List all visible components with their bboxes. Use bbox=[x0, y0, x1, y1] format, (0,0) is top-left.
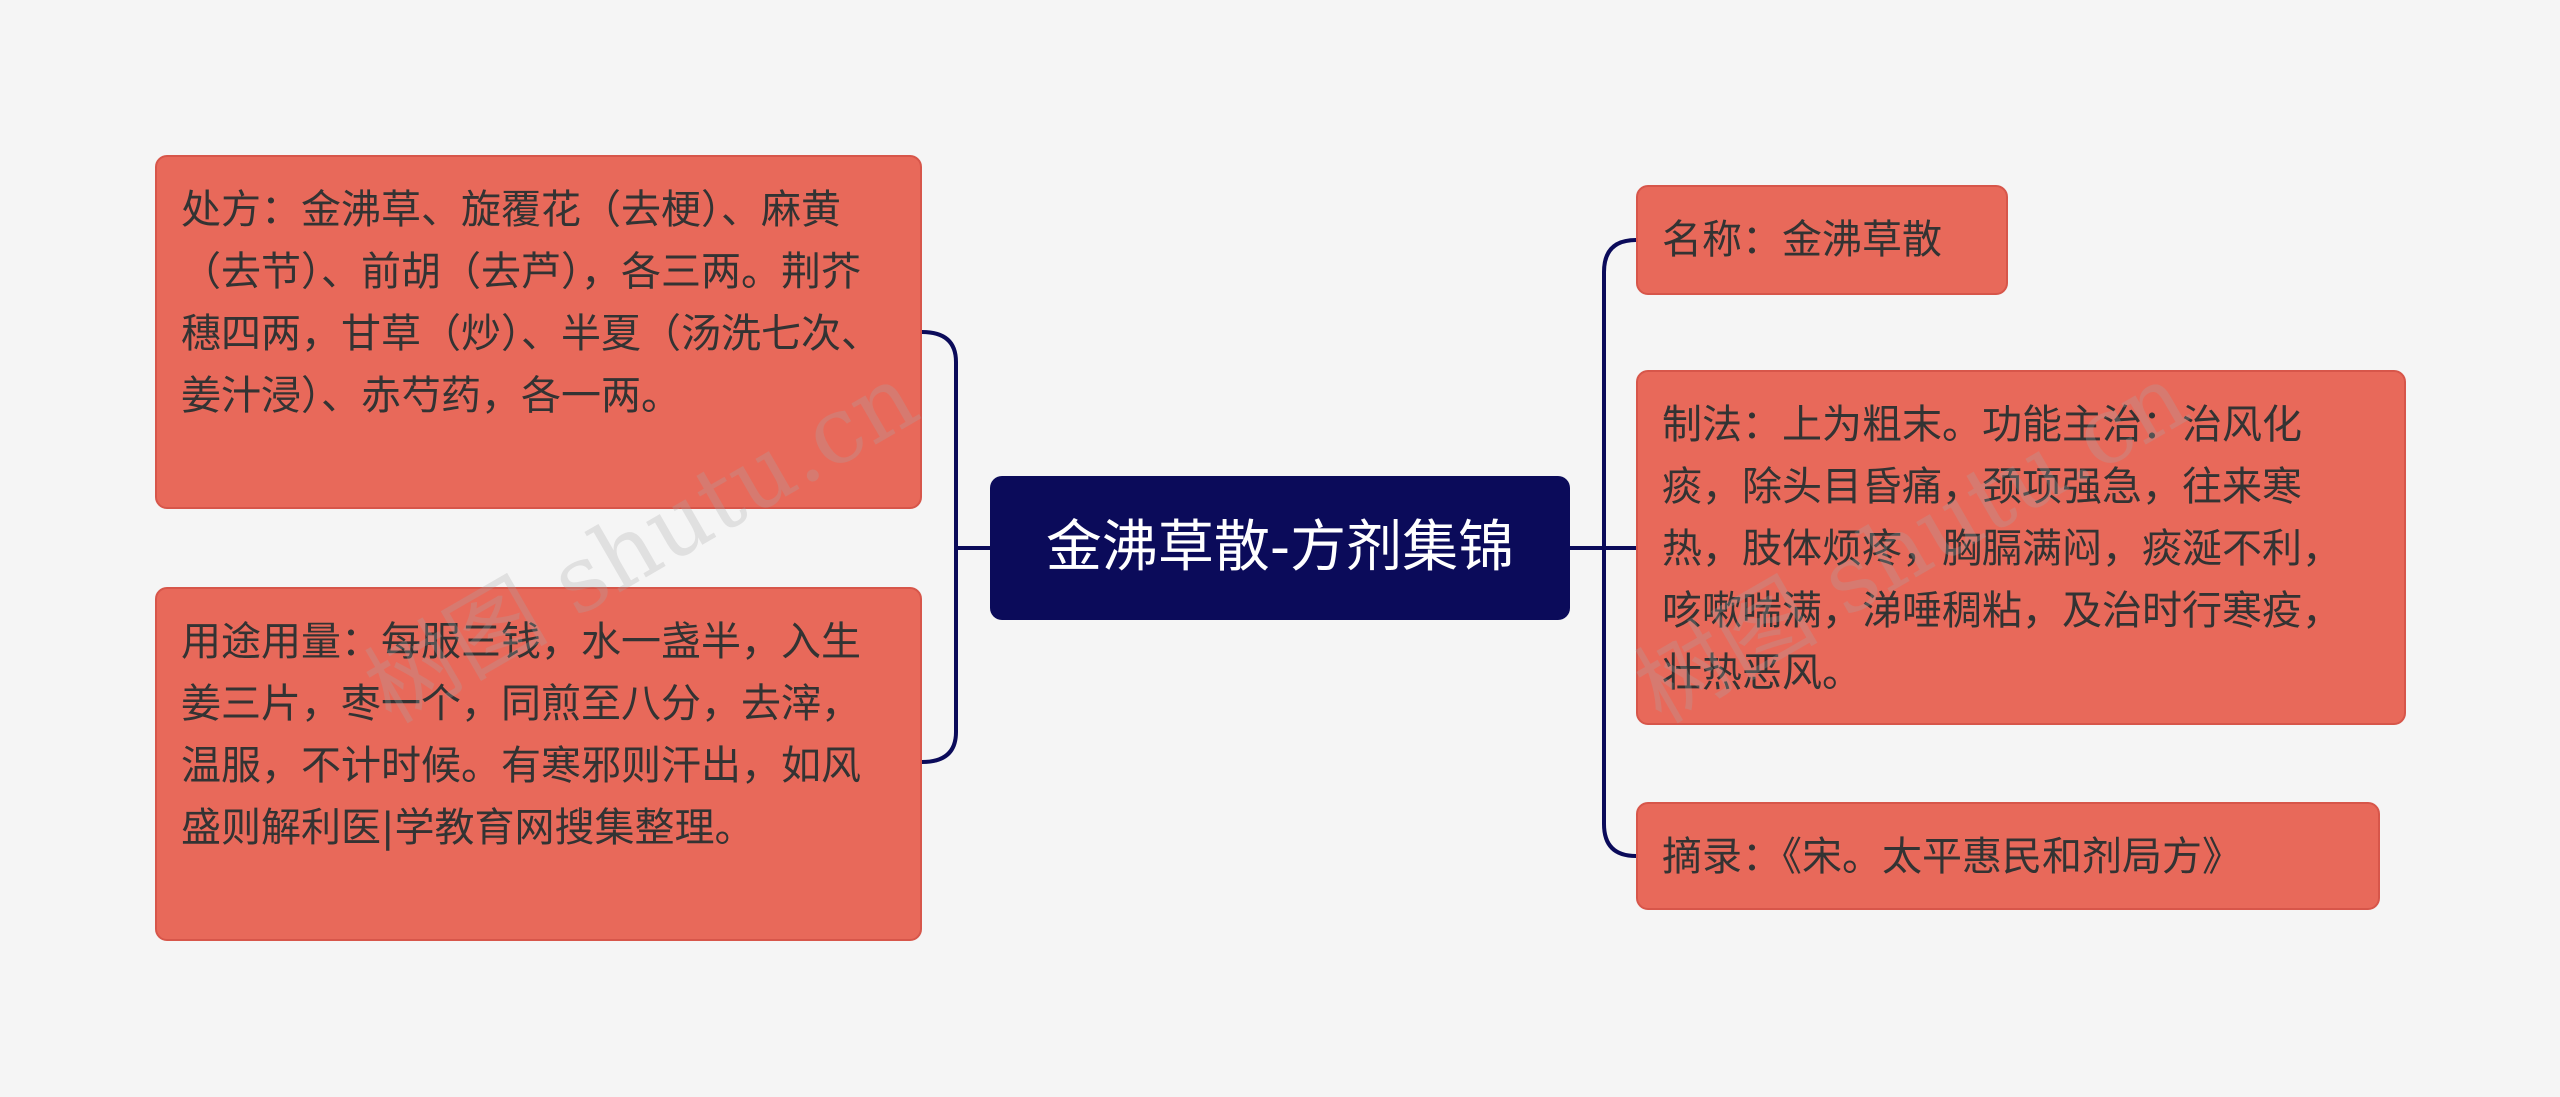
node-usage-dosage[interactable]: 用途用量：每服三钱，水一盏半，入生姜三片，枣一个，同煎至八分，去滓，温服，不计时… bbox=[155, 587, 922, 941]
root-topic[interactable]: 金沸草散-方剂集锦 bbox=[990, 476, 1570, 620]
node-preparation-indications[interactable]: 制法：上为粗末。功能主治：治风化痰，除头目昏痛，颈项强急，往来寒热，肢体烦疼，胸… bbox=[1636, 370, 2406, 725]
node-prescription[interactable]: 处方：金沸草、旋覆花（去梗）、麻黄（去节）、前胡（去芦），各三两。荆芥穗四两，甘… bbox=[155, 155, 922, 509]
connector-left-trunk bbox=[920, 330, 958, 764]
node-source[interactable]: 摘录：《宋。太平惠民和剂局方》 bbox=[1636, 802, 2380, 910]
node-name[interactable]: 名称：金沸草散 bbox=[1636, 185, 2008, 295]
